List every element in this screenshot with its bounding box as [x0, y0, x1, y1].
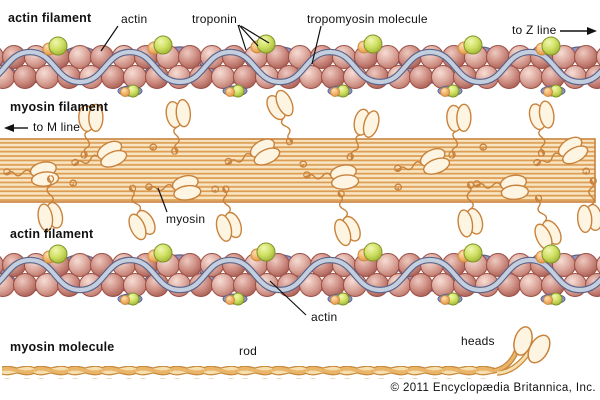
troponin-leader-line-1 — [237, 24, 247, 51]
label-myosin-molecule: myosin molecule — [10, 340, 115, 354]
label-troponin: troponin — [192, 12, 237, 26]
troponin-leader-line-2 — [238, 24, 259, 47]
actin-bottom-leader-line — [269, 280, 307, 316]
copyright-notice: © 2011 Encyclopædia Britannica, Inc. — [390, 382, 596, 394]
actin-filament-top-illustration — [0, 35, 600, 97]
label-actin-filament-bottom: actin filament — [10, 227, 94, 241]
label-actin-top: actin — [121, 12, 148, 26]
label-tropomyosin-molecule: tropomyosin molecule — [307, 12, 428, 26]
label-myosin-filament: myosin filament — [10, 100, 109, 114]
label-to-z-line: to Z line — [512, 23, 557, 37]
label-actin-filament-top: actin filament — [8, 11, 92, 25]
label-actin-bottom: actin — [311, 310, 338, 324]
leader-lines — [100, 24, 322, 316]
label-heads: heads — [461, 334, 495, 348]
m-line-arrow — [4, 124, 28, 132]
myosin-molecule-illustration — [2, 326, 551, 379]
z-line-arrow — [560, 27, 597, 35]
label-to-m-line: to M line — [33, 120, 81, 134]
myosin-leader-line — [157, 187, 168, 213]
myosin-filament-illustration — [0, 87, 600, 253]
tropomyosin-leader-line — [311, 25, 322, 65]
troponin-leader-line-3 — [240, 25, 270, 44]
actin-filament-bottom-illustration — [0, 243, 600, 305]
label-myosin: myosin — [166, 212, 206, 226]
label-rod: rod — [239, 344, 257, 358]
actin-top-leader-line — [100, 25, 119, 52]
